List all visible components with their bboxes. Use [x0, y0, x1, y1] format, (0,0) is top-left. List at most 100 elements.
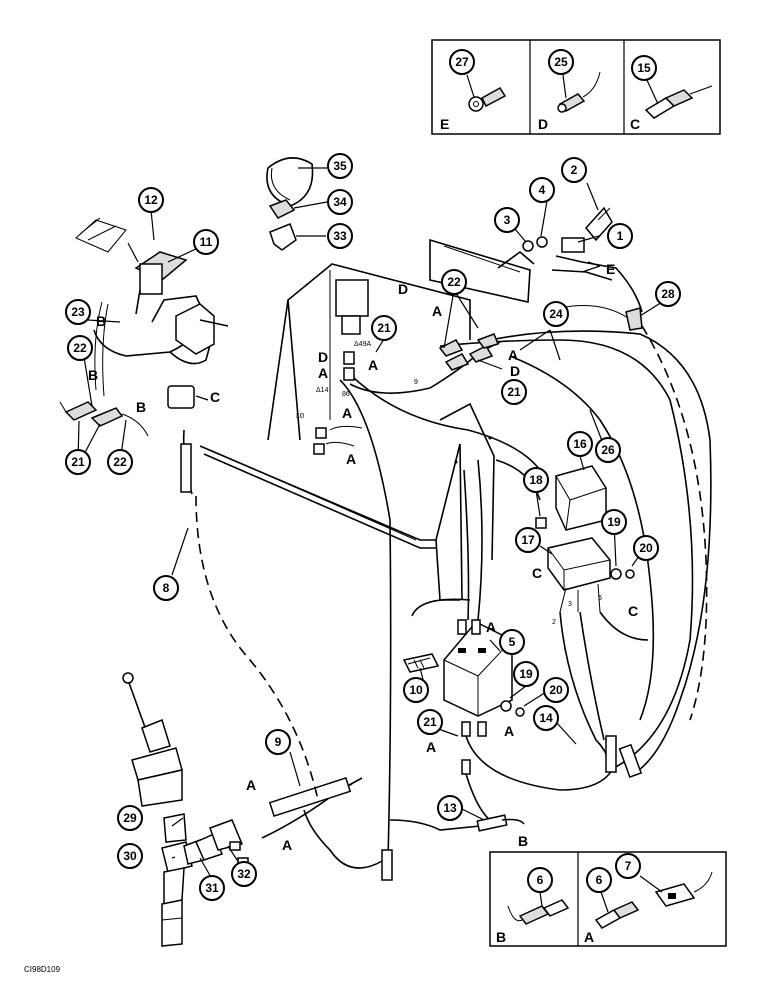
inset-label-d: D — [538, 116, 548, 132]
svg-text:20: 20 — [549, 683, 563, 697]
svg-text:21: 21 — [507, 385, 521, 399]
ring-terminal-icon — [466, 74, 507, 112]
callout-16: 16 — [567, 431, 593, 457]
svg-text:8: 8 — [163, 581, 170, 595]
letter-a: A — [318, 365, 328, 381]
svg-text:16: 16 — [573, 437, 587, 451]
callout-9: 9 — [265, 729, 291, 755]
terminal-label: Δ14 — [316, 387, 329, 394]
wiring-harness — [261, 305, 712, 881]
svg-text:7: 7 — [625, 859, 632, 873]
svg-text:32: 32 — [237, 867, 251, 881]
svg-text:22: 22 — [113, 455, 127, 469]
callout-22: 22 — [441, 269, 467, 295]
svg-text:15: 15 — [637, 61, 651, 75]
callout-22: 22 — [107, 449, 133, 475]
callout-12: 12 — [138, 187, 164, 213]
svg-text:29: 29 — [123, 811, 137, 825]
callout-29: 29 — [117, 805, 143, 831]
letter-a: A — [342, 405, 352, 421]
callout-17: 17 — [515, 527, 541, 553]
svg-text:1: 1 — [617, 229, 624, 243]
joystick-assembly — [122, 672, 244, 947]
svg-text:12: 12 — [144, 193, 158, 207]
svg-text:10: 10 — [409, 683, 423, 697]
letter-a: A — [432, 303, 442, 319]
svg-text:9: 9 — [275, 735, 282, 749]
fuse-holder-hardware — [514, 182, 643, 331]
callout-23: 23 — [65, 299, 91, 325]
letter-b: B — [136, 399, 146, 415]
svg-text:6: 6 — [537, 873, 544, 887]
svg-text:21: 21 — [71, 455, 85, 469]
callout-11: 11 — [193, 229, 219, 255]
callout-20: 20 — [633, 535, 659, 561]
callout-bubbles: 1 2 3 4 5 6 6 7 8 9 10 11 12 13 14 15 16… — [65, 49, 681, 901]
spade-connector-icon — [644, 77, 713, 119]
relay-assembly — [535, 455, 635, 613]
svg-text:33: 33 — [333, 229, 347, 243]
callout-20: 20 — [543, 677, 569, 703]
bullet-connector-icon — [557, 71, 601, 113]
callout-19: 19 — [601, 509, 627, 535]
terminal-label: 9 — [414, 379, 418, 386]
svg-text:21: 21 — [377, 321, 391, 335]
svg-text:5: 5 — [509, 635, 516, 649]
letter-a: A — [282, 837, 292, 853]
svg-text:25: 25 — [554, 55, 568, 69]
svg-text:22: 22 — [73, 341, 87, 355]
terminal-label: Δ49A — [354, 341, 371, 348]
callout-18: 18 — [523, 467, 549, 493]
terminal-label: 86 — [342, 391, 350, 398]
svg-text:6: 6 — [596, 873, 603, 887]
callout-31: 31 — [199, 875, 225, 901]
svg-text:18: 18 — [529, 473, 543, 487]
svg-text:13: 13 — [443, 801, 457, 815]
callout-21: 21 — [371, 315, 397, 341]
terminal-label: 2 — [552, 619, 556, 626]
figure-caption: CI98D109 — [24, 965, 61, 974]
callout-10: 10 — [403, 677, 429, 703]
callout-6: 6 — [586, 867, 612, 893]
callout-8: 8 — [153, 575, 179, 601]
svg-text:20: 20 — [639, 541, 653, 555]
inset-label-b: B — [496, 929, 506, 945]
callout-21: 21 — [417, 709, 443, 735]
letter-b: B — [88, 367, 98, 383]
letter-d: D — [318, 349, 328, 365]
terminal-marks: Δ49A Δ14 86 □0 2 3 5 9 — [296, 341, 602, 626]
svg-text:24: 24 — [549, 307, 563, 321]
svg-text:23: 23 — [71, 305, 85, 319]
callout-19: 19 — [513, 661, 539, 687]
letter-e: E — [606, 261, 615, 277]
callout-2: 2 — [561, 157, 587, 183]
callout-30: 30 — [117, 843, 143, 869]
callout-21: 21 — [65, 449, 91, 475]
callout-22: 22 — [67, 335, 93, 361]
connector-housing-icon — [639, 871, 713, 907]
callout-14: 14 — [533, 705, 559, 731]
letter-a: A — [368, 357, 378, 373]
top-inset: E D C — [431, 39, 721, 135]
inset-label-c: C — [630, 116, 640, 132]
callout-35: 35 — [327, 153, 353, 179]
inset-label-e: E — [440, 116, 449, 132]
letter-c: C — [532, 565, 542, 581]
letter-b: B — [96, 313, 106, 329]
svg-text:28: 28 — [661, 287, 675, 301]
svg-text:2: 2 — [571, 163, 578, 177]
svg-text:19: 19 — [607, 515, 621, 529]
callout-15: 15 — [631, 55, 657, 81]
letter-c: C — [628, 603, 638, 619]
callout-5: 5 — [499, 629, 525, 655]
callout-34: 34 — [327, 189, 353, 215]
svg-text:35: 35 — [333, 159, 347, 173]
letter-a: A — [508, 347, 518, 363]
terminal-label: 5 — [598, 595, 602, 602]
callout-25: 25 — [548, 49, 574, 75]
svg-text:34: 34 — [333, 195, 347, 209]
letter-a: A — [504, 723, 514, 739]
svg-text:27: 27 — [455, 55, 469, 69]
callout-1: 1 — [607, 223, 633, 249]
